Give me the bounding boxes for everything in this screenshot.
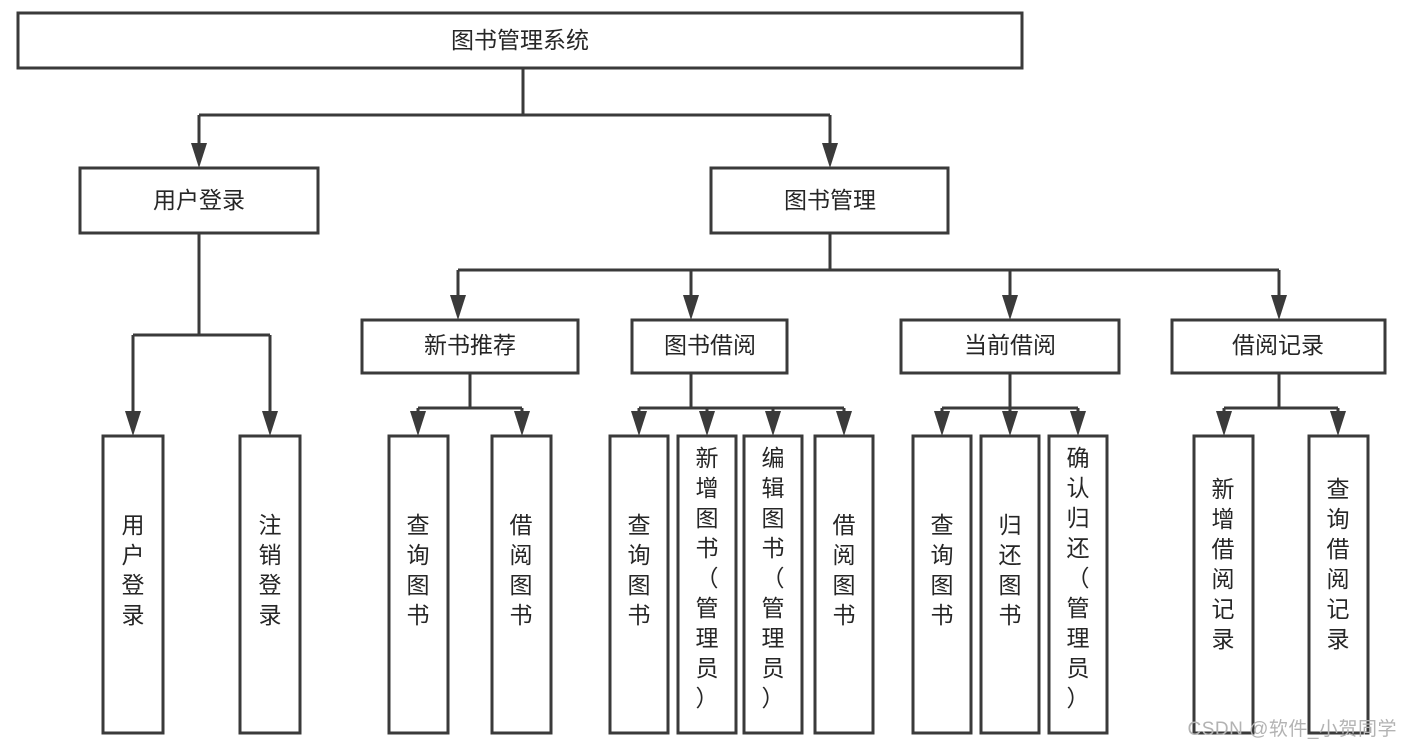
arrow-head-leaf-query-record (1330, 411, 1346, 436)
arrow-head-leaf-user-logout (262, 411, 278, 436)
connector-group-user-login-children (125, 233, 278, 436)
leaf-node-add-book[interactable]: 新增图书（管理员） (676, 434, 738, 735)
node-book-borrow-label: 图书借阅 (664, 332, 756, 358)
leaf-node-confirm-return[interactable]: 确认归还（管理员） (1047, 434, 1109, 735)
node-user-login[interactable]: 用户登录 (78, 166, 320, 235)
leaf-borrow-book-1-label: 借阅图书 (510, 512, 533, 628)
arrow-head-leaf-return-book (1002, 411, 1018, 436)
leaf-query-record-label: 查询借阅记录 (1327, 476, 1350, 652)
arrow-head-leaf-query-book-1 (410, 411, 426, 436)
leaf-add-book-label: 新增图书（管理员） (696, 445, 719, 711)
leaf-query-book-3-label: 查询图书 (931, 512, 954, 628)
leaf-borrow-book-1-box[interactable] (490, 434, 553, 735)
node-book-management-label: 图书管理 (784, 187, 876, 213)
leaf-add-record-label: 新增借阅记录 (1212, 476, 1235, 652)
arrow-head-leaf-user-login (125, 411, 141, 436)
leaf-confirm-return-label: 确认归还（管理员） (1067, 445, 1090, 711)
node-current-borrow[interactable]: 当前借阅 (899, 318, 1121, 375)
node-new-book-recommend[interactable]: 新书推荐 (360, 318, 580, 375)
node-user-login-label: 用户登录 (153, 187, 245, 213)
leaf-node-query-book-3[interactable]: 查询图书 (911, 434, 973, 735)
leaf-borrow-book-2-label: 借阅图书 (833, 512, 856, 628)
leaf-return-book-label: 归还图书 (999, 512, 1022, 628)
leaf-add-book-box[interactable] (676, 434, 738, 735)
arrow-head-leaf-add-book (699, 411, 715, 436)
connector-group-new-book-recommend-children (410, 373, 530, 436)
leaf-user-logout-label: 注销登录 (259, 512, 282, 628)
connector-group-book-borrow-children (631, 373, 852, 436)
connector-group-borrow-record-children (1216, 373, 1346, 436)
leaf-user-login-label: 用户登录 (122, 512, 145, 628)
leaf-node-query-book-1[interactable]: 查询图书 (387, 434, 450, 735)
leaf-node-borrow-book-2[interactable]: 借阅图书 (813, 434, 875, 735)
leaf-node-edit-book[interactable]: 编辑图书（管理员） (742, 434, 804, 735)
node-borrow-record-label: 借阅记录 (1232, 332, 1324, 358)
leaf-query-book-1-box[interactable] (387, 434, 450, 735)
arrow-head-leaf-borrow-book-2 (836, 411, 852, 436)
leaf-return-book-box[interactable] (979, 434, 1041, 735)
leaf-node-return-book[interactable]: 归还图书 (979, 434, 1041, 735)
leaf-query-book-2-label: 查询图书 (628, 512, 651, 628)
arrow-head-leaf-query-book-3 (934, 411, 950, 436)
node-root-label: 图书管理系统 (451, 27, 589, 53)
arrow-head-leaf-borrow-book-1 (514, 411, 530, 436)
node-current-borrow-box[interactable] (899, 318, 1121, 375)
node-book-management[interactable]: 图书管理 (709, 166, 950, 235)
arrow-head-leaf-edit-book (765, 411, 781, 436)
csdn-watermark: CSDN @软件_小贺同学 (1187, 719, 1397, 740)
leaf-query-book-1-label: 查询图书 (407, 512, 430, 628)
leaf-node-user-login[interactable]: 用户登录 (101, 434, 165, 735)
leaf-node-query-book-2[interactable]: 查询图书 (608, 434, 670, 735)
node-book-borrow-box[interactable] (630, 318, 789, 375)
connector-group-current-borrow-children (934, 373, 1086, 436)
leaf-query-record-box[interactable] (1307, 434, 1370, 735)
node-book-borrow[interactable]: 图书借阅 (630, 318, 789, 375)
node-root-box[interactable] (16, 11, 1024, 70)
leaf-node-query-record[interactable]: 查询借阅记录 (1307, 434, 1370, 735)
arrow-head-book-management (822, 143, 838, 168)
leaf-confirm-return-box[interactable] (1047, 434, 1109, 735)
arrow-head-user-login (191, 143, 207, 168)
node-borrow-record[interactable]: 借阅记录 (1170, 318, 1387, 375)
arrow-head-current-borrow (1002, 295, 1018, 320)
node-borrow-record-box[interactable] (1170, 318, 1387, 375)
leaf-query-book-3-box[interactable] (911, 434, 973, 735)
node-new-book-recommend-box[interactable] (360, 318, 580, 375)
leaf-user-login-box[interactable] (101, 434, 165, 735)
leaf-node-user-logout[interactable]: 注销登录 (238, 434, 302, 735)
leaf-edit-book-box[interactable] (742, 434, 804, 735)
arrow-head-leaf-query-book-2 (631, 411, 647, 436)
node-root[interactable]: 图书管理系统 (16, 11, 1024, 70)
arrow-head-borrow-record (1271, 295, 1287, 320)
leaf-add-record-box[interactable] (1192, 434, 1255, 735)
arrow-head-leaf-confirm-return (1070, 411, 1086, 436)
node-user-login-box[interactable] (78, 166, 320, 235)
node-book-management-box[interactable] (709, 166, 950, 235)
connector-group-book-management-children (450, 233, 1287, 320)
leaf-user-logout-box[interactable] (238, 434, 302, 735)
leaf-node-borrow-book-1[interactable]: 借阅图书 (490, 434, 553, 735)
node-current-borrow-label: 当前借阅 (964, 332, 1056, 358)
arrow-head-book-borrow (683, 295, 699, 320)
arrow-head-new-book-recommend (450, 295, 466, 320)
arrow-head-leaf-add-record (1216, 411, 1232, 436)
leaf-edit-book-label: 编辑图书（管理员） (762, 445, 785, 711)
connector-group-root-to-level2 (191, 68, 838, 168)
leaf-node-add-record[interactable]: 新增借阅记录 (1192, 434, 1255, 735)
leaf-query-book-2-box[interactable] (608, 434, 670, 735)
node-new-book-recommend-label: 新书推荐 (424, 332, 516, 358)
leaf-borrow-book-2-box[interactable] (813, 434, 875, 735)
